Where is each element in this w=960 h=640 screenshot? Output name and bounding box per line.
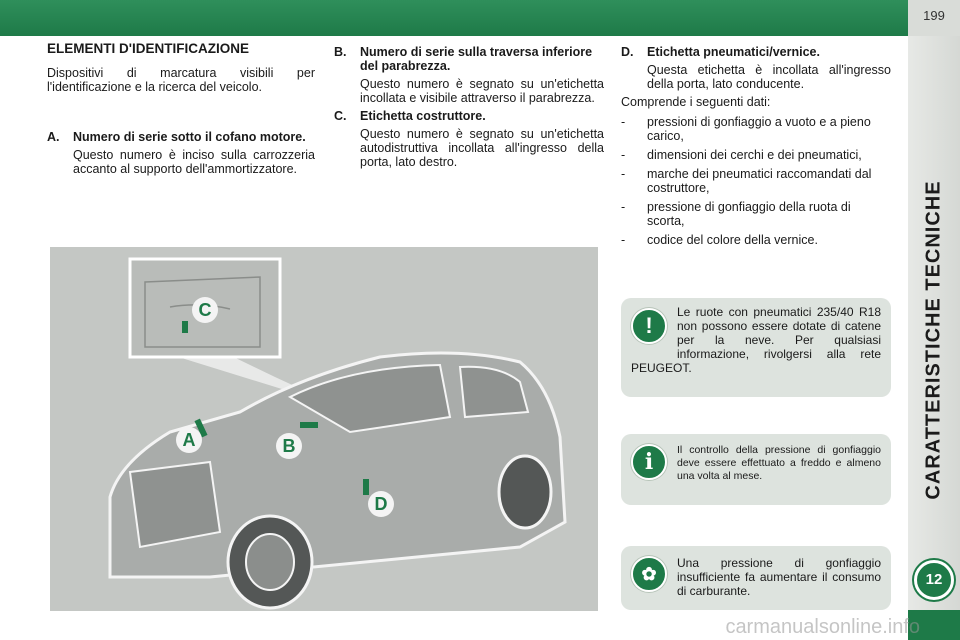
item-a-title: A. Numero di serie sotto il cofano motor… [47, 130, 315, 144]
warning-note-text: Le ruote con pneumatici 235/40 R18 non p… [631, 305, 881, 375]
chapter-number-badge: 12 [914, 560, 954, 600]
vehicle-identification-illustration: A B C D [50, 247, 598, 611]
callout-a: A [176, 427, 202, 453]
item-d-letter: D. [621, 45, 634, 59]
item-b-letter: B. [334, 45, 347, 59]
item-c-letter: C. [334, 109, 347, 123]
column-left: ELEMENTI D'IDENTIFICAZIONE Dispositivi d… [47, 41, 315, 177]
item-c-title: C. Etichetta costruttore. [334, 109, 604, 123]
section-title: ELEMENTI D'IDENTIFICAZIONE [47, 41, 249, 56]
item-b-text: Questo numero è segnato su un'etichetta … [360, 77, 604, 105]
page-number: 199 [923, 8, 945, 23]
chapter-side-tab [908, 36, 960, 640]
info-icon: i [631, 444, 667, 480]
item-b-title-text: Numero di serie sulla traversa inferiore… [360, 45, 593, 73]
top-header-band [0, 0, 908, 36]
list-item: -codice del colore della vernice. [621, 233, 818, 247]
item-d-title: D. Etichetta pneumatici/vernice. [621, 45, 891, 59]
callout-b: B [276, 433, 302, 459]
car-drawing [108, 257, 567, 610]
list-item: -pressioni di gonfiaggio a vuoto e a pie… [621, 115, 871, 143]
data-list: -pressioni di gonfiaggio a vuoto e a pie… [621, 115, 891, 247]
callout-c: C [192, 297, 218, 323]
item-b-title: B. Numero di serie sulla traversa inferi… [334, 45, 604, 73]
list-item: -dimensioni dei cerchi e dei pneumatici, [621, 148, 862, 162]
list-item: -marche dei pneumatici raccomandati dal … [621, 167, 872, 195]
warning-note: ! Le ruote con pneumatici 235/40 R18 non… [621, 298, 891, 397]
item-d-text: Questa etichetta è incollata all'ingress… [647, 63, 891, 91]
column-middle: B. Numero di serie sulla traversa inferi… [334, 45, 604, 169]
section-intro: Dispositivi di marcatura visibili per l'… [47, 66, 315, 94]
info-note: i Il controllo della pressione di gonfia… [621, 434, 891, 505]
side-tab-bottom [908, 610, 960, 640]
item-c-text: Questo numero è segnato su un'etichetta … [360, 127, 604, 169]
page-number-box [908, 0, 960, 36]
data-intro: Comprende i seguenti dati: [621, 95, 771, 109]
item-d-title-text: Etichetta pneumatici/vernice. [647, 45, 820, 59]
info-note-text: Il controllo della pressione di gonfiagg… [677, 444, 881, 482]
eco-note-text: Una pressione di gonfiaggio insufficient… [677, 556, 881, 598]
column-right: D. Etichetta pneumatici/vernice. Questa … [621, 45, 891, 252]
warning-icon: ! [631, 308, 667, 344]
item-a-letter: A. [47, 130, 60, 144]
eco-note: ✿ Una pressione di gonfiaggio insufficie… [621, 546, 891, 610]
chapter-title: CARATTERISTICHE TECNICHE [922, 180, 945, 500]
item-a-text: Questo numero è inciso sulla carrozzeria… [73, 148, 315, 176]
item-c-title-text: Etichetta costruttore. [360, 109, 486, 123]
watermark: carmanualsonline.info [725, 616, 920, 638]
list-item: -pressione di gonfiaggio della ruota di … [621, 200, 851, 228]
callout-d: D [368, 491, 394, 517]
eco-icon: ✿ [631, 556, 667, 592]
item-a-title-text: Numero di serie sotto il cofano motore. [73, 130, 306, 144]
